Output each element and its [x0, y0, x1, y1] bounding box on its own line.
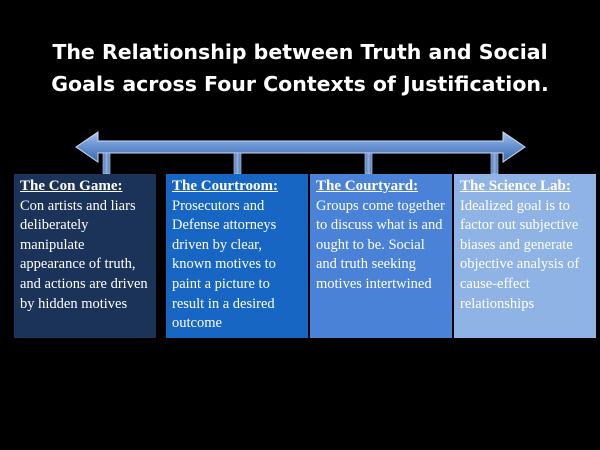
connector-stem-2 [233, 152, 242, 175]
context-description: Groups come together to discuss what is … [316, 197, 445, 292]
connector-stem-1 [102, 152, 111, 175]
context-title: The Courtyard: [316, 178, 419, 194]
connector-stem-4 [490, 152, 499, 175]
double-arrow [75, 131, 526, 163]
slide-title: The Relationship between Truth and Socia… [20, 36, 580, 100]
context-box-science-lab: The Science Lab: Idealized goal is to fa… [454, 174, 596, 338]
context-box-courtyard: The Courtyard: Groups come together to d… [310, 174, 452, 338]
context-description: Con artists and liars deliberately manip… [20, 197, 148, 312]
context-description: Idealized goal is to factor out subjecti… [460, 197, 580, 312]
context-title: The Courtroom: [172, 178, 278, 194]
context-title: The Con Game: [20, 178, 123, 194]
title-line-1: The Relationship between Truth and Socia… [52, 40, 548, 64]
context-title: The Science Lab: [460, 178, 571, 194]
connector-stem-3 [364, 152, 373, 175]
context-box-con-game: The Con Game: Con artists and liars deli… [14, 174, 156, 338]
title-line-2: Goals across Four Contexts of Justificat… [51, 72, 549, 96]
context-box-courtroom: The Courtroom: Prosecutors and Defense a… [166, 174, 308, 338]
context-description: Prosecutors and Defense attorneys driven… [172, 197, 277, 332]
